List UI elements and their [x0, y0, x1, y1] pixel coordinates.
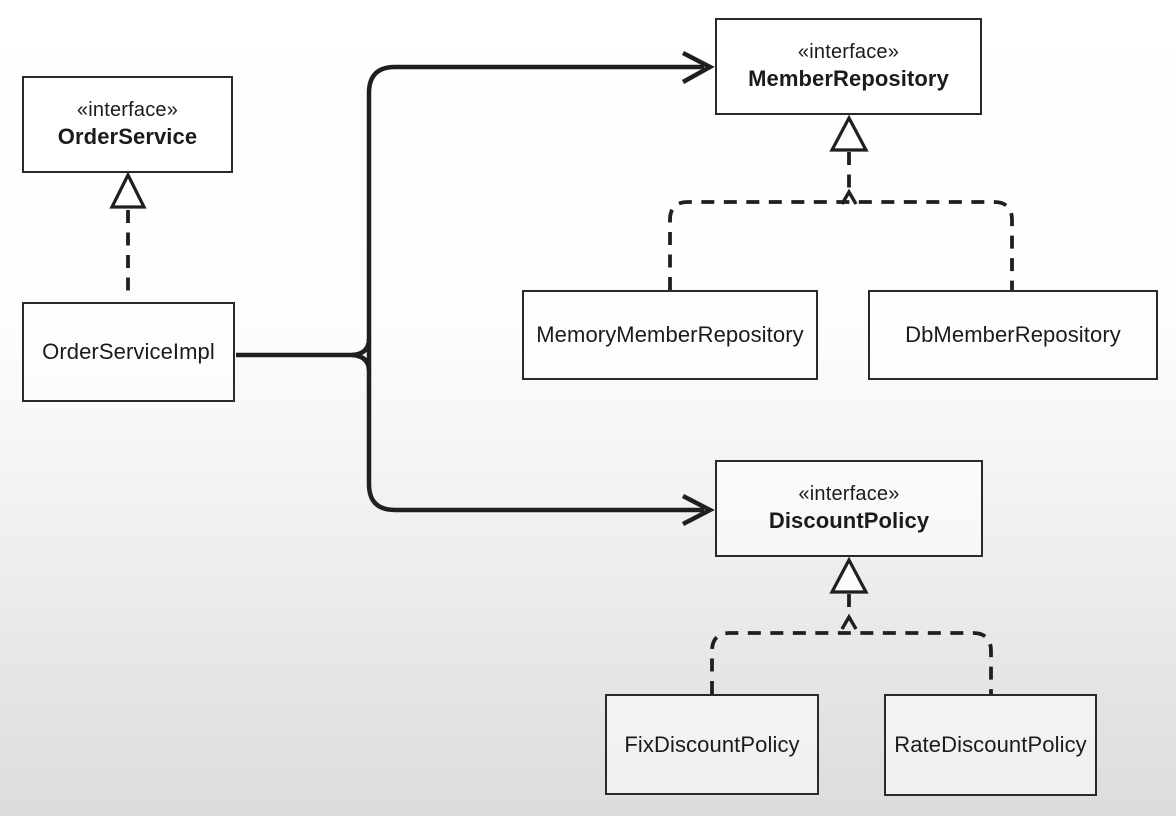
- class-box-member-repository: «interface» MemberRepository: [715, 18, 982, 115]
- realization-edge-memberrepository-children: [668, 200, 1014, 290]
- junction-chevron-icon-memberrepository: [840, 188, 858, 205]
- class-box-db-member-repository: DbMemberRepository: [868, 290, 1158, 380]
- stereotype-label: «interface»: [797, 41, 900, 64]
- dependency-stub-fillet-down: [351, 352, 372, 372]
- class-box-order-service: «interface» OrderService: [22, 76, 233, 173]
- class-box-rate-discount-policy: RateDiscountPolicy: [884, 694, 1097, 796]
- stereotype-label: «interface»: [76, 99, 179, 122]
- class-box-memory-member-repository: MemoryMemberRepository: [522, 290, 818, 380]
- class-name: FixDiscountPolicy: [624, 731, 800, 757]
- class-name: OrderServiceImpl: [42, 339, 215, 365]
- class-name: OrderService: [57, 124, 198, 150]
- realization-edge-discountpolicy-children: [710, 631, 993, 694]
- open-arrowhead-icon-memberrepository: [681, 51, 715, 84]
- class-name: DbMemberRepository: [905, 322, 1121, 348]
- class-box-discount-policy: «interface» DiscountPolicy: [715, 460, 983, 557]
- realization-triangle-icon-memberrepository: [829, 114, 869, 152]
- class-name: MemoryMemberRepository: [536, 322, 804, 348]
- dependency-stub-fillet-up: [351, 338, 372, 358]
- class-box-order-service-impl: OrderServiceImpl: [22, 302, 235, 402]
- junction-chevron-icon-discountpolicy: [840, 613, 858, 630]
- class-name: DiscountPolicy: [768, 508, 930, 534]
- stereotype-label: «interface»: [798, 483, 900, 506]
- open-arrowhead-icon-discountpolicy: [681, 494, 715, 526]
- class-name: MemberRepository: [748, 66, 949, 92]
- realization-triangle-icon-orderservice: [109, 171, 147, 209]
- class-name: RateDiscountPolicy: [894, 732, 1087, 758]
- class-box-fix-discount-policy: FixDiscountPolicy: [605, 694, 819, 795]
- dependency-trunk-line: [366, 64, 704, 513]
- realization-triangle-icon-discountpolicy: [829, 556, 869, 594]
